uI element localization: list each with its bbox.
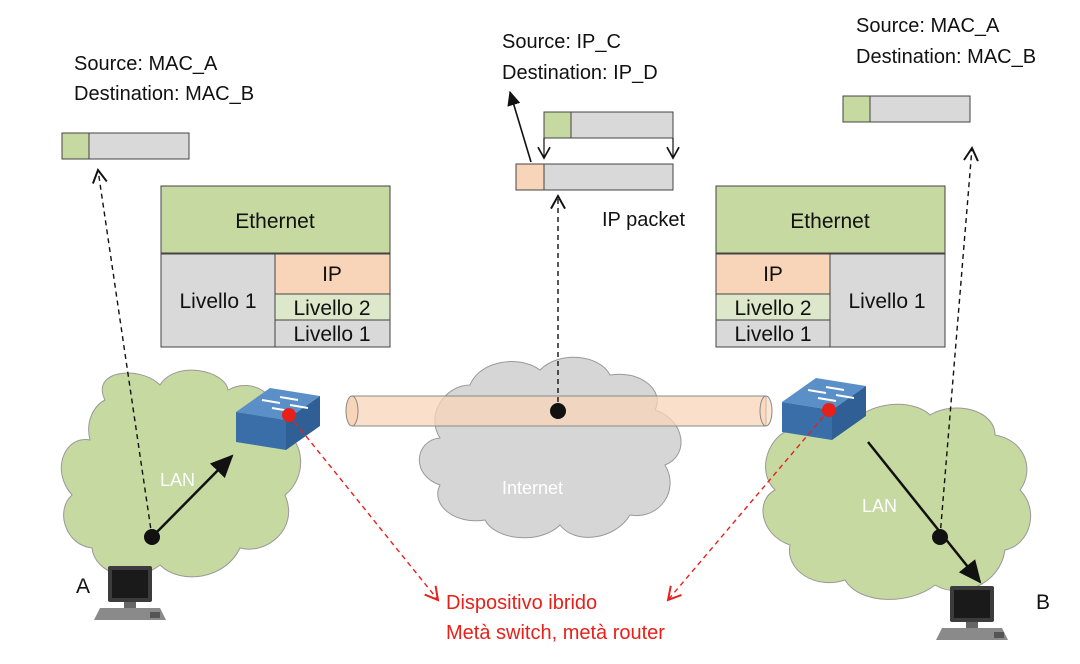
lan-right-label: LAN: [862, 496, 897, 516]
red-arrow-left: [288, 414, 440, 602]
left-stack-l2: Livello 2: [293, 297, 370, 320]
left-protocol-stack: [160, 185, 391, 348]
right-protocol-stack: [715, 185, 946, 348]
left-stack-l1: Livello 1: [293, 323, 370, 346]
lan-left-label: LAN: [160, 470, 195, 490]
right-stack-l1: Livello 1: [734, 323, 811, 346]
hybrid-caption-line1: Dispositivo ibrido: [446, 592, 597, 614]
host-b-label: B: [1036, 591, 1050, 614]
right-frame-source: Source: MAC_A: [856, 15, 1000, 37]
internet-dot: [550, 403, 566, 419]
left-stack-ip: IP: [322, 263, 342, 286]
lan-left-link: [151, 454, 234, 538]
lan-right-link: [867, 441, 982, 584]
host-b-dot: [932, 529, 948, 545]
ip-packet-label: IP packet: [602, 209, 685, 231]
left-frame-bar: [61, 132, 190, 160]
right-stack-ip: IP: [763, 263, 783, 286]
right-stack-phys: Livello 1: [848, 290, 925, 313]
lan-cloud-right: [762, 403, 1032, 600]
left-stack-phys: Livello 1: [179, 290, 256, 313]
dashed-link-right: [939, 145, 979, 538]
middle-ip-packet-bar: [543, 111, 674, 139]
internet-label: Internet: [502, 478, 563, 498]
host-a-dot: [144, 529, 160, 545]
middle-frame-bar: [515, 163, 674, 191]
switch-left-icon: [236, 388, 320, 450]
red-arrow-right: [666, 409, 830, 602]
right-frame-destination: Destination: MAC_B: [856, 46, 1036, 68]
computer-b-icon: [936, 586, 1008, 640]
internet-cloud: [418, 356, 682, 539]
switch-right-icon: [782, 378, 866, 440]
right-stack-l2: Livello 2: [734, 297, 811, 320]
left-stack-ethernet: Ethernet: [235, 210, 315, 233]
hybrid-caption-line2: Metà switch, metà router: [446, 622, 665, 644]
left-frame-destination: Destination: MAC_B: [74, 83, 254, 105]
middle-frame-source: Source: IP_C: [502, 31, 621, 53]
middle-frame-destination: Destination: IP_D: [502, 62, 658, 84]
host-a-label: A: [76, 575, 90, 598]
header-pointer-arrow: [507, 90, 532, 163]
computer-a-icon: [94, 566, 166, 620]
pipe-connection: [345, 395, 773, 427]
left-frame-source: Source: MAC_A: [74, 53, 218, 75]
dashed-link-left: [91, 168, 153, 538]
right-frame-bar: [842, 95, 971, 123]
right-stack-ethernet: Ethernet: [790, 210, 870, 233]
